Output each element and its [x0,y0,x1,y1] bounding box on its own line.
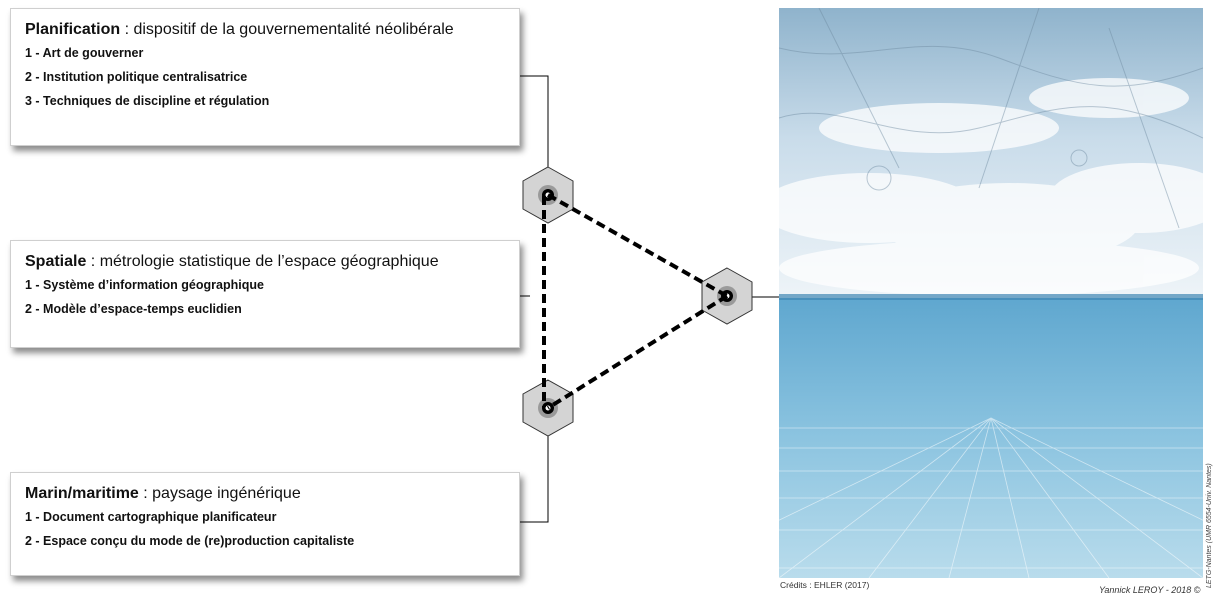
box-title: Marin/maritime : paysage ingénérique [25,483,507,505]
institution-credit: LETG-Nantes (UMR 6554-Univ. Nantes) [1206,463,1213,588]
box-item: 1 - Système d’information géographique [25,278,264,292]
box-item: 2 - Espace conçu du mode de (re)producti… [25,534,355,548]
box-title: Spatiale : métrologie statistique de l’e… [25,251,507,273]
box-planification: Planification : dispositif de la gouvern… [10,8,520,146]
box-item: 2 - Modèle d’espace-temps euclidien [25,302,242,316]
box-item: 1 - Document cartographique planificateu… [25,510,277,524]
seafloor-grid [779,417,1203,578]
dashed-edge-top-right [547,193,728,298]
dashed-edge-right-bottom [546,294,729,410]
author-credit: Yannick LEROY - 2018 © [1099,585,1201,595]
box-spatiale: Spatiale : métrologie statistique de l’e… [10,240,520,348]
box-title-strong: Planification [25,21,121,38]
sea-sky-illustration [779,8,1203,578]
box-title-strong: Marin/maritime [25,485,139,502]
box-title-strong: Spatiale [25,253,87,270]
box-title: Planification : dispositif de la gouvern… [25,19,507,41]
water [779,298,1203,578]
box-item: 2 - Institution politique centralisatric… [25,70,248,84]
box-subtitle: : métrologie statistique de l’espace géo… [86,253,439,270]
box-item: 1 - Art de gouverner [25,46,144,60]
bracket-lines [520,75,779,523]
photo-credit: Crédits : EHLER (2017) [780,580,870,590]
box-subtitle: : paysage ingénérique [138,485,301,502]
box-item: 3 - Techniques de discipline et régulati… [25,94,270,108]
bracket-bottom [520,432,549,523]
dashed-triangle [542,193,729,410]
waterline [779,294,1203,300]
box-marin-maritime: Marin/maritime : paysage ingénérique 1 -… [10,472,520,576]
clouds [779,78,1203,296]
bracket-top [520,75,549,170]
map-overlay [779,8,1203,229]
illustration-svg [779,8,1203,578]
box-subtitle: : dispositif de la gouvernementalité néo… [120,21,454,38]
